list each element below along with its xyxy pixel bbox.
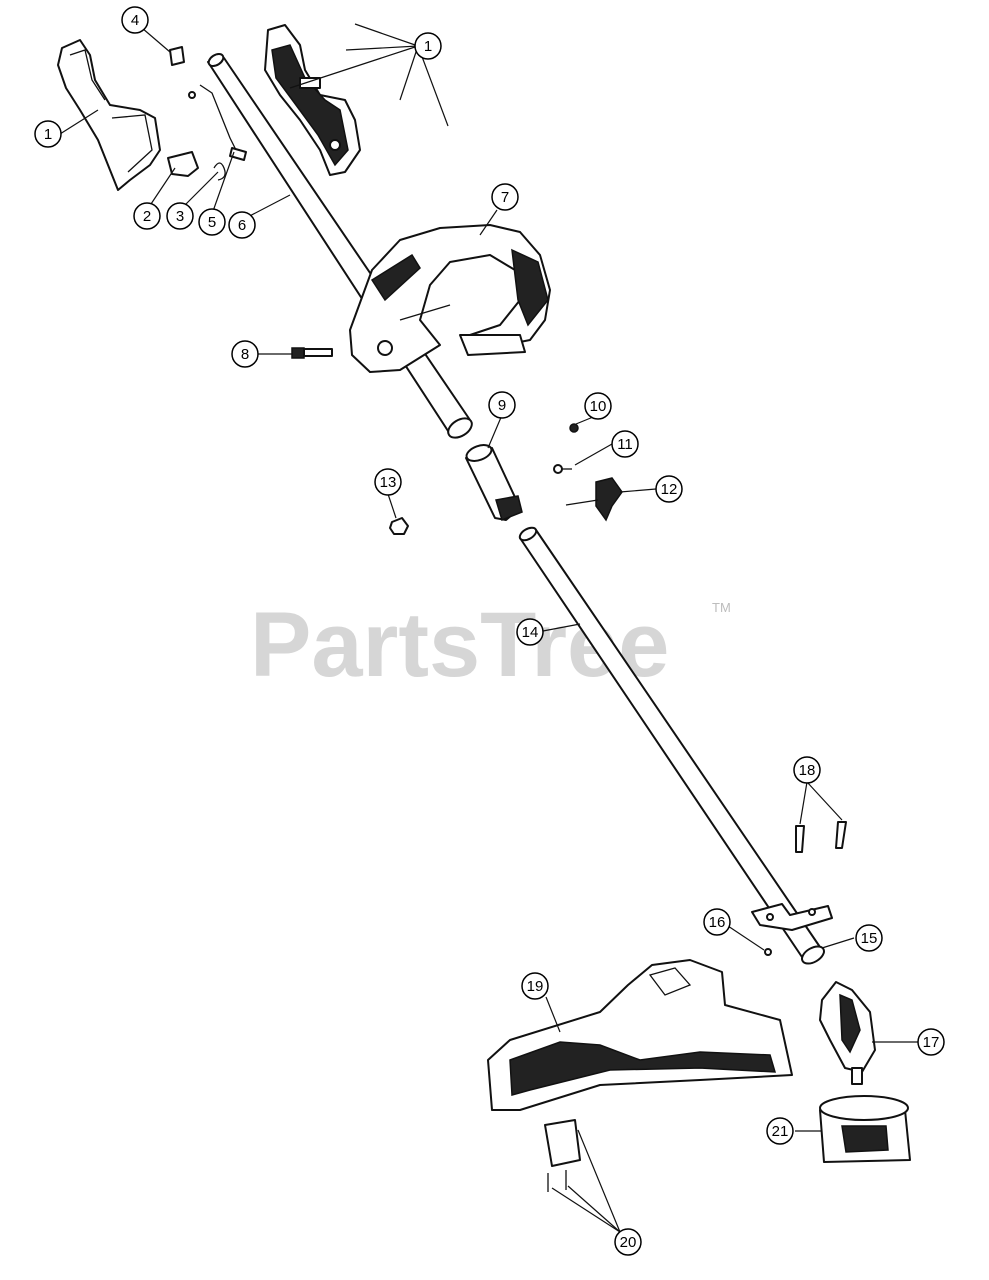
part-screw-16: [764, 948, 772, 956]
part-trigger-parts: [167, 46, 247, 181]
callout-12: 12: [655, 475, 683, 503]
part-line-cutter: [544, 1119, 581, 1192]
callout-label: 15: [861, 930, 878, 947]
part-handle-housing-left: [57, 39, 161, 191]
part-gear-head: [819, 981, 876, 1085]
part-screw-11: [553, 464, 572, 474]
callout-label: 3: [176, 208, 184, 225]
callout-label: 1: [44, 126, 52, 143]
callout-1b: 1: [34, 120, 62, 148]
callout-6: 6: [228, 211, 256, 239]
callout-label: 2: [143, 208, 151, 225]
callout-label: 12: [661, 481, 678, 498]
callout-label: 1: [424, 38, 432, 55]
callout-5: 5: [198, 208, 226, 236]
callout-9: 9: [488, 391, 516, 419]
callout-18: 18: [793, 756, 821, 784]
part-spool: [819, 1095, 911, 1163]
part-nut-13: [389, 517, 409, 535]
callout-13: 13: [374, 468, 402, 496]
callout-20: 20: [614, 1228, 642, 1256]
callout-label: 9: [498, 397, 506, 414]
callout-1a: 1: [414, 32, 442, 60]
callout-15: 15: [855, 924, 883, 952]
callout-10: 10: [584, 392, 612, 420]
callout-label: 8: [241, 346, 249, 363]
callout-3: 3: [166, 202, 194, 230]
part-knob-12: [565, 477, 623, 522]
part-shaft-clamp: [751, 903, 833, 931]
callout-11: 11: [611, 430, 639, 458]
callout-8: 8: [231, 340, 259, 368]
callout-21: 21: [766, 1117, 794, 1145]
callout-16: 16: [703, 908, 731, 936]
callout-14: 14: [516, 618, 544, 646]
callout-17: 17: [917, 1028, 945, 1056]
callout-19: 19: [521, 972, 549, 1000]
callout-2: 2: [133, 202, 161, 230]
callout-label: 4: [131, 12, 139, 29]
part-bolt-8: [291, 347, 333, 359]
part-assist-handle: [349, 224, 551, 373]
part-bolts-18: [795, 821, 847, 853]
callout-label: 20: [620, 1234, 637, 1251]
callout-label: 17: [923, 1034, 940, 1051]
leader-lines: [59, 21, 918, 1233]
callout-7: 7: [491, 183, 519, 211]
part-handle-housing-right: [264, 24, 361, 176]
callout-label: 13: [380, 474, 397, 491]
part-guard: [487, 959, 793, 1111]
callout-label: 19: [527, 978, 544, 995]
callout-label: 5: [208, 214, 216, 231]
callout-label: 18: [799, 762, 816, 779]
callout-label: 14: [522, 624, 539, 641]
part-nut-10: [569, 423, 579, 433]
callout-label: 7: [501, 189, 509, 206]
callout-label: 21: [772, 1123, 789, 1140]
callout-label: 10: [590, 398, 607, 415]
watermark-trademark: TM: [712, 600, 731, 615]
callout-label: 16: [709, 914, 726, 931]
part-coupler: [465, 444, 523, 522]
part-lower-shaft: [518, 526, 825, 965]
callout-label: 6: [238, 217, 246, 234]
callout-4: 4: [121, 6, 149, 34]
callout-label: 11: [617, 436, 633, 453]
